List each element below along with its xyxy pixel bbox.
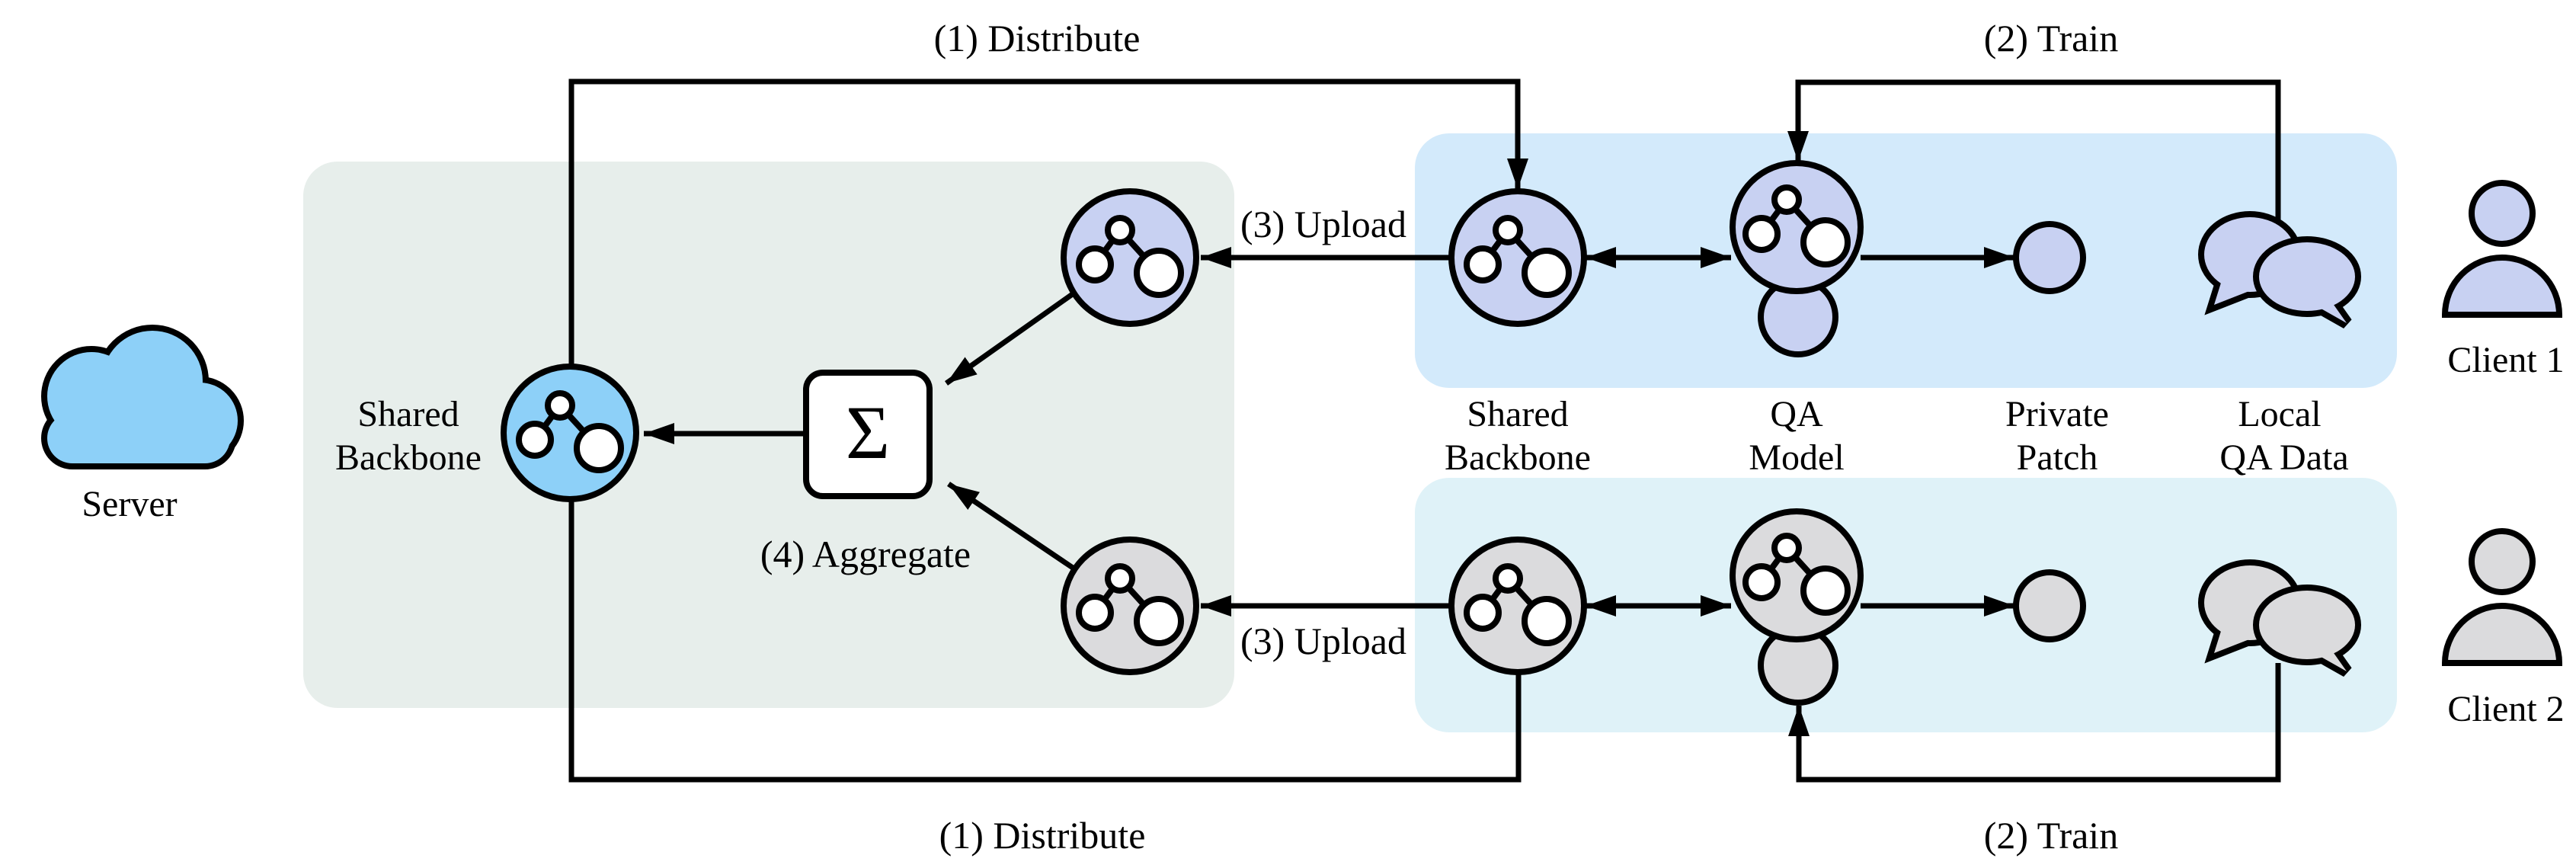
- client-backbone-label-line1: Shared: [1467, 394, 1568, 434]
- private-patch-label-line1: Private: [2005, 394, 2109, 434]
- uploaded-backbone-client1-node: [1061, 188, 1199, 327]
- client-backbone-label-line2: Backbone: [1445, 437, 1591, 478]
- client1-region: [1415, 133, 2397, 388]
- backbone1-to-sigma-arrow: [944, 291, 1076, 386]
- qa-model-label-line1: QA: [1770, 394, 1823, 434]
- server-backbone-label-line2: Backbone: [335, 437, 482, 478]
- client1-label: Client 1: [2447, 340, 2564, 380]
- client2-private-patch-node: [2013, 569, 2086, 642]
- client1-private-patch-node: [2013, 221, 2086, 294]
- server-label: Server: [82, 484, 177, 524]
- cloud-icon: [41, 325, 244, 469]
- local-qa-data-label-line2: QA Data: [2219, 437, 2348, 478]
- upload-label-client1: (3) Upload: [1240, 203, 1406, 245]
- train-bottom-arrow: [1788, 663, 2281, 783]
- client1-qa-model-node: [1730, 160, 1864, 357]
- sigma-aggregate-box: Σ: [803, 370, 933, 499]
- upload-label-client2: (3) Upload: [1240, 620, 1406, 662]
- uploaded-backbone-client2-node: [1061, 536, 1199, 675]
- local-qa-data-label-line1: Local: [2238, 394, 2321, 434]
- client1-shared-backbone-node: [1448, 188, 1587, 327]
- client1-person-icon: [2441, 180, 2563, 318]
- distribute-bottom-label: (1) Distribute: [939, 814, 1146, 857]
- server-shared-backbone-node: [501, 364, 639, 502]
- backbone2-to-sigma-arrow: [947, 482, 1077, 572]
- train-top-label: (2) Train: [1984, 17, 2118, 59]
- client2-label: Client 2: [2447, 689, 2564, 729]
- sigma-symbol: Σ: [846, 390, 890, 475]
- labels: (1) Distribute (2) Train (1) Distribute …: [82, 17, 2564, 857]
- distribute-top-label: (1) Distribute: [934, 17, 1141, 59]
- client2-person-icon: [2441, 528, 2563, 666]
- client2-qa-model-node: [1730, 508, 1864, 706]
- client1-chat-bubbles-icon: [2198, 211, 2361, 328]
- train-top-arrow: [1787, 79, 2281, 221]
- client2-chat-bubbles-icon: [2198, 559, 2361, 677]
- qa-model-label-line2: Model: [1749, 437, 1844, 478]
- server-backbone-label-line1: Shared: [357, 394, 459, 434]
- train-bottom-label: (2) Train: [1984, 814, 2118, 857]
- aggregate-label: (4) Aggregate: [760, 533, 971, 575]
- private-patch-label-line2: Patch: [2017, 437, 2098, 478]
- client2-shared-backbone-node: [1448, 536, 1587, 675]
